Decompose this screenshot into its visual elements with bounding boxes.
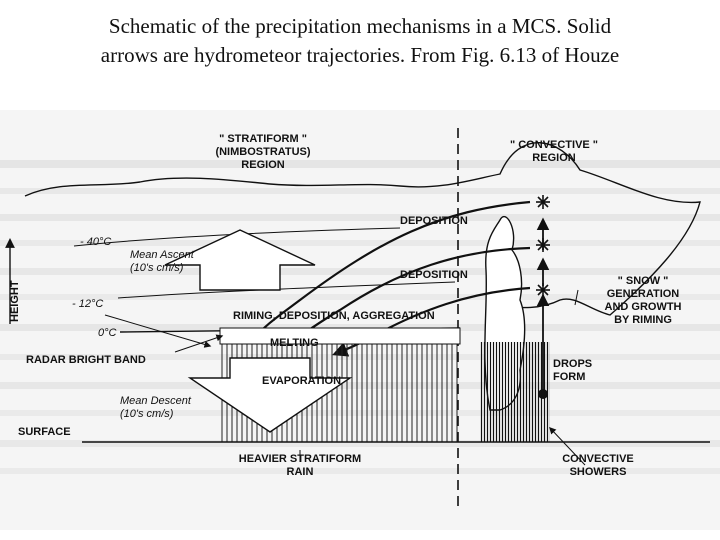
level-line-minus40 bbox=[73, 227, 401, 247]
cloud-top-outline bbox=[24, 142, 701, 316]
caption-line-1: Schematic of the precipitation mechanism… bbox=[108, 14, 612, 38]
deposition-upper-label: DEPOSITION bbox=[400, 215, 468, 227]
stratiform-region-line-1: " STRATIFORM " bbox=[219, 133, 307, 145]
temp-0-label: 0°C bbox=[98, 327, 117, 339]
mean-descent-arrow bbox=[187, 357, 353, 433]
stratiform-region-line-2: (NIMBOSTRATUS) bbox=[215, 146, 310, 158]
convective-showers-line-2: SHOWERS bbox=[570, 466, 627, 478]
surface-label: SURFACE bbox=[18, 426, 71, 438]
figure-caption: Schematic of the precipitation mechanism… bbox=[0, 12, 720, 70]
heavier-rain-line-2: RAIN bbox=[287, 466, 314, 478]
mcs-schematic-diagram: " STRATIFORM " (NIMBOSTRATUS) REGION " C… bbox=[0, 110, 720, 530]
convective-showers-line-1: CONVECTIVE bbox=[562, 453, 634, 465]
leader-lines bbox=[104, 289, 586, 466]
snowflake-icons bbox=[536, 195, 550, 297]
radar-bright-band-label: RADAR BRIGHT BAND bbox=[26, 354, 146, 366]
evaporation-label: EVAPORATION bbox=[262, 375, 341, 387]
mean-ascent-arrow bbox=[164, 229, 316, 291]
convective-region-line-2: REGION bbox=[532, 152, 575, 164]
heavier-rain-line-1: HEAVIER STRATIFORM bbox=[239, 453, 361, 465]
bright-band-region bbox=[219, 327, 461, 345]
snow-generation-line-2: GENERATION bbox=[607, 288, 680, 300]
stratiform-region-line-3: REGION bbox=[241, 159, 284, 171]
convective-region-line-1: " CONVECTIVE " bbox=[510, 139, 598, 151]
convective-rain-shaft bbox=[480, 342, 550, 442]
mean-ascent-line-1: Mean Ascent bbox=[130, 249, 195, 261]
melting-label: MELTING bbox=[270, 337, 319, 349]
temp-minus12-label: - 12°C bbox=[72, 298, 103, 310]
riming-band-label: RIMING, DEPOSITION, AGGREGATION bbox=[233, 310, 435, 322]
mean-descent-line-2: (10's cm/s) bbox=[120, 408, 174, 420]
temp-minus40-label: - 40°C bbox=[80, 236, 111, 248]
deposition-lower-label: DEPOSITION bbox=[400, 269, 468, 281]
mean-ascent-line-2: (10's cm/s) bbox=[130, 262, 184, 274]
drops-form-line-2: FORM bbox=[553, 371, 585, 383]
height-axis-label: HEIGHT bbox=[9, 280, 21, 322]
caption-line-2: arrows are hydrometeor trajectories. Fro… bbox=[100, 43, 620, 67]
snow-generation-line-4: BY RIMING bbox=[614, 314, 672, 326]
snow-generation-line-1: " SNOW " bbox=[618, 275, 669, 287]
drops-form-line-1: DROPS bbox=[553, 358, 592, 370]
mean-descent-line-1: Mean Descent bbox=[120, 395, 192, 407]
snow-generation-line-3: AND GROWTH bbox=[605, 301, 682, 313]
trajectory-upper bbox=[247, 200, 531, 345]
